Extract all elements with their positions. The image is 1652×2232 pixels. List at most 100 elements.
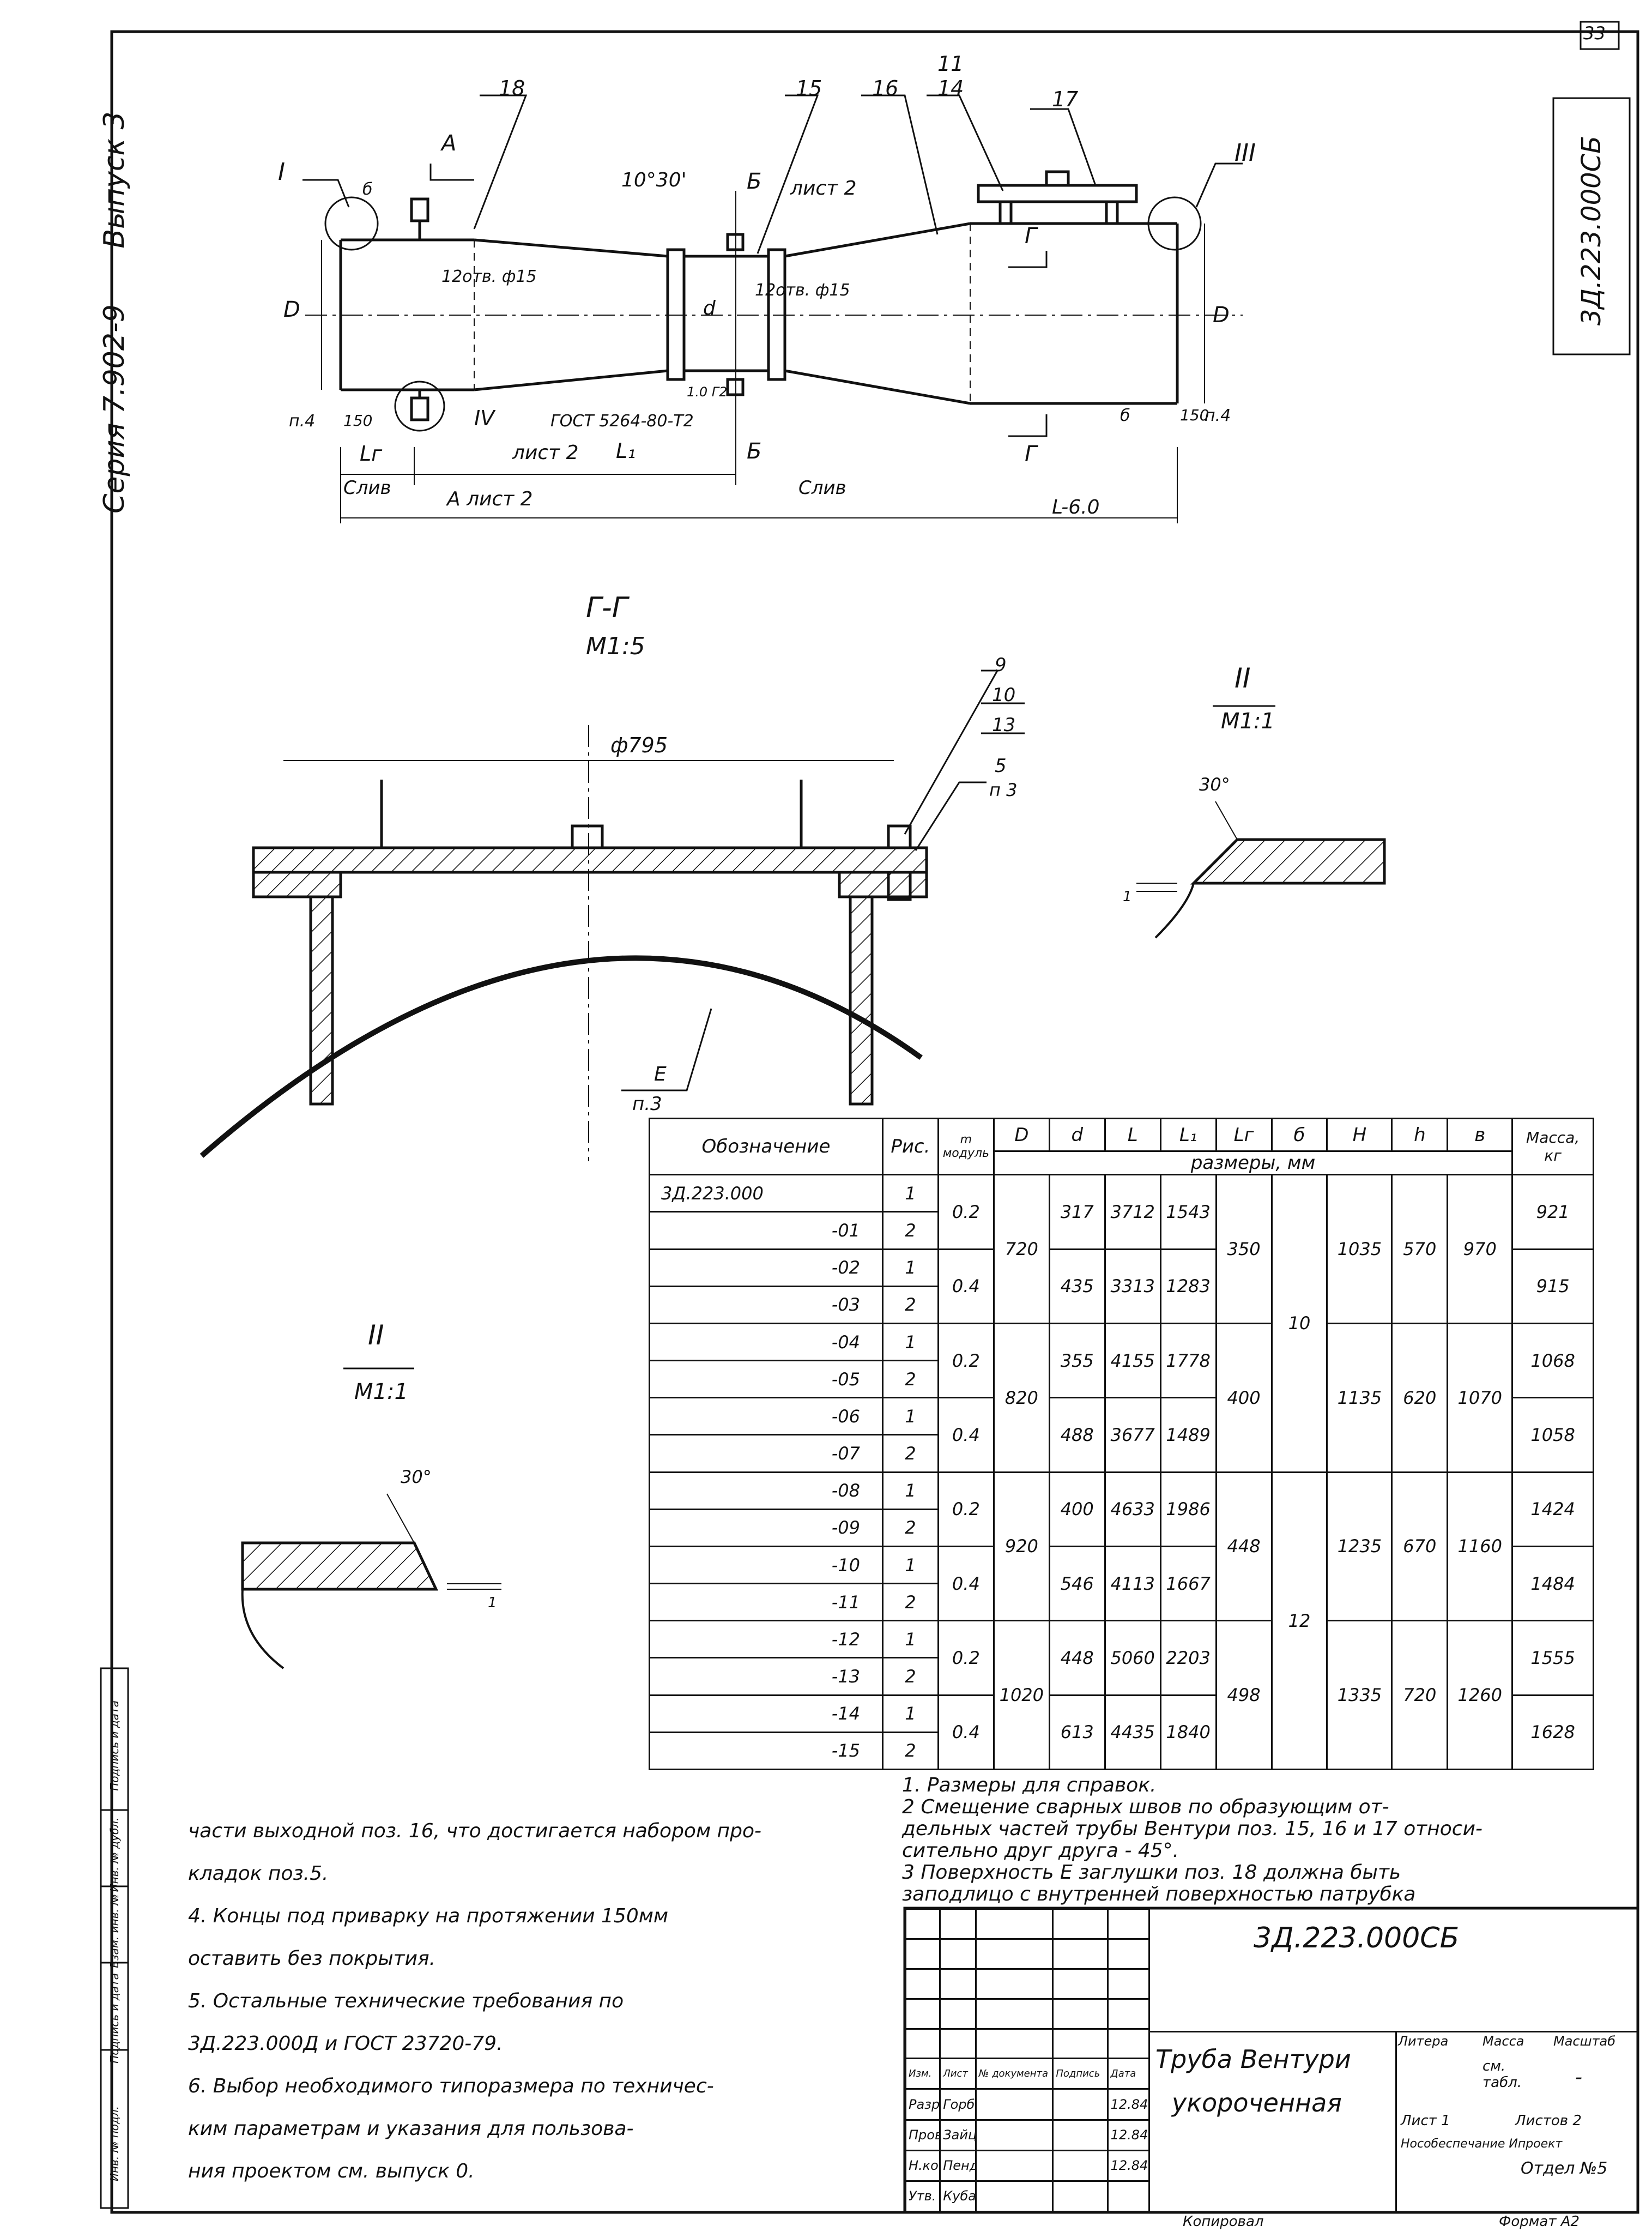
gost-label: ГОСТ 5264-80-Т2 — [550, 412, 694, 431]
holes-left-label: 12отв. ф15 — [441, 267, 537, 286]
cell-module: 0.4 — [937, 1397, 995, 1473]
cell-D: 1020 — [993, 1620, 1050, 1770]
pos-5-note: п 3 — [989, 780, 1018, 800]
cell-D: 920 — [993, 1471, 1050, 1622]
b-right-label: б — [1120, 406, 1130, 425]
title-cell — [975, 2180, 1054, 2213]
note-line: дельных частей трубы Вентури поз. 15, 16… — [902, 1818, 1482, 1840]
a-list2-label: А лист 2 — [447, 488, 533, 510]
hdr-L1: L₁ — [1159, 1117, 1217, 1153]
cell-Lg: 350 — [1215, 1174, 1273, 1324]
title-cell: 12.84 — [1106, 2149, 1151, 2182]
title-cell: Зайцева — [939, 2119, 977, 2151]
detail-left-view — [241, 1367, 501, 1669]
list2-top-label: лист 2 — [790, 177, 857, 200]
title-cell — [1052, 2180, 1109, 2213]
hdr-L: L — [1104, 1117, 1161, 1153]
side-stamp-strip — [100, 1667, 129, 2209]
e-note: п.3 — [632, 1093, 662, 1115]
cell-Lg: 498 — [1215, 1620, 1273, 1770]
section-gg-scale: М1:5 — [586, 632, 645, 660]
title-lit-header: Литера — [1398, 2034, 1449, 2049]
cell-designation: -01 — [649, 1211, 884, 1250]
spec-table: Обозначение Рис. m модуль D d L L₁ Lг б … — [649, 1117, 1594, 1771]
hdr-b1: б — [1270, 1117, 1328, 1153]
sheet-frame — [110, 30, 1639, 2214]
hdr-H: H — [1326, 1117, 1393, 1153]
cell-mass: 1484 — [1511, 1545, 1594, 1622]
cell-L1: 2203 — [1159, 1620, 1217, 1696]
title-cell: Кубасов — [939, 2180, 977, 2213]
cell-H: 1335 — [1326, 1620, 1393, 1770]
section-g-bottom-label: Г — [1025, 442, 1037, 467]
title-cell — [1052, 2028, 1109, 2060]
b-left-label: б — [362, 180, 373, 199]
list2-mid-label: лист 2 — [512, 442, 579, 464]
title-cell — [939, 1908, 977, 1940]
title-row: Пров.Зайцева 12.84 — [904, 2119, 1151, 2151]
cell-designation: -06 — [649, 1397, 884, 1436]
venturi-main-view — [302, 94, 1243, 523]
title-sheets: Листов 2 — [1515, 2113, 1582, 2129]
detail-left-dim: 1 — [488, 1595, 497, 1611]
note-line: 3Д.223.000Д и ГОСТ 23720-79. — [188, 2032, 503, 2055]
title-cell — [975, 1968, 1054, 2000]
notes-left: части выходной поз. 16, что достигается … — [188, 1810, 897, 2193]
pos-14: 14 — [937, 76, 964, 100]
section-b-bottom-label: Б — [747, 439, 762, 464]
title-cell — [975, 1908, 1054, 1940]
side-stamp-label: Инв. № подл. — [108, 2106, 121, 2181]
cell-L: 4435 — [1104, 1694, 1161, 1771]
cell-designation: -05 — [649, 1360, 884, 1399]
cell-designation: -12 — [649, 1620, 884, 1659]
cell-L: 5060 — [1104, 1620, 1161, 1696]
pos-17: 17 — [1052, 87, 1079, 111]
section-g-top-label: Г — [1025, 224, 1037, 249]
page-number: 33 — [1583, 23, 1606, 44]
title-cell — [1052, 1938, 1109, 1970]
title-cell: 12.84 — [1106, 2119, 1151, 2151]
cell-H: 1135 — [1326, 1322, 1393, 1473]
cell-mass: 1555 — [1511, 1620, 1594, 1696]
title-cell — [1052, 1998, 1109, 2030]
cell-fig: 1 — [881, 1471, 939, 1510]
pos-9: 9 — [995, 654, 1007, 676]
title-cell: Пров. — [904, 2119, 941, 2151]
title-doc-code: 3Д.223.000СБ — [1254, 1922, 1460, 1954]
cell-L1: 1840 — [1159, 1694, 1217, 1771]
cell-L1: 1778 — [1159, 1322, 1217, 1399]
d150-left-label: 150 — [343, 412, 373, 430]
hdr-h: h — [1391, 1117, 1449, 1153]
cell-D: 720 — [993, 1174, 1050, 1324]
cell-module: 0.4 — [937, 1248, 995, 1324]
cell-D: 820 — [993, 1322, 1050, 1473]
cell-designation: -07 — [649, 1434, 884, 1473]
detail-top-angle: 30° — [1199, 774, 1230, 795]
note-line: ким параметрам и указания для пользова- — [188, 2118, 634, 2140]
title-row-blank — [904, 1938, 1151, 1970]
detail-top-dim: 1 — [1123, 889, 1132, 905]
title-cell — [975, 2088, 1054, 2121]
cell-designation: 3Д.223.000 — [649, 1174, 884, 1213]
d-right-label: D — [1213, 303, 1230, 328]
title-cell — [1106, 1908, 1151, 1940]
hdr-d: d — [1048, 1117, 1106, 1153]
title-cell — [904, 1998, 941, 2030]
cell-h: 720 — [1391, 1620, 1449, 1770]
title-cell — [1106, 1938, 1151, 1970]
note-line: заподлицо с внутренней поверхностью патр… — [902, 1883, 1416, 1905]
title-cell — [975, 2149, 1054, 2182]
lg-label: Lг — [360, 442, 383, 466]
title-row: Утв.Кубасов — [904, 2180, 1151, 2213]
title-cell — [1052, 1908, 1109, 1940]
weld-mark-label: 1.0 Г2 — [687, 384, 728, 400]
title-block-frame — [903, 1907, 1639, 2214]
angle-label: 10°30' — [621, 169, 687, 191]
